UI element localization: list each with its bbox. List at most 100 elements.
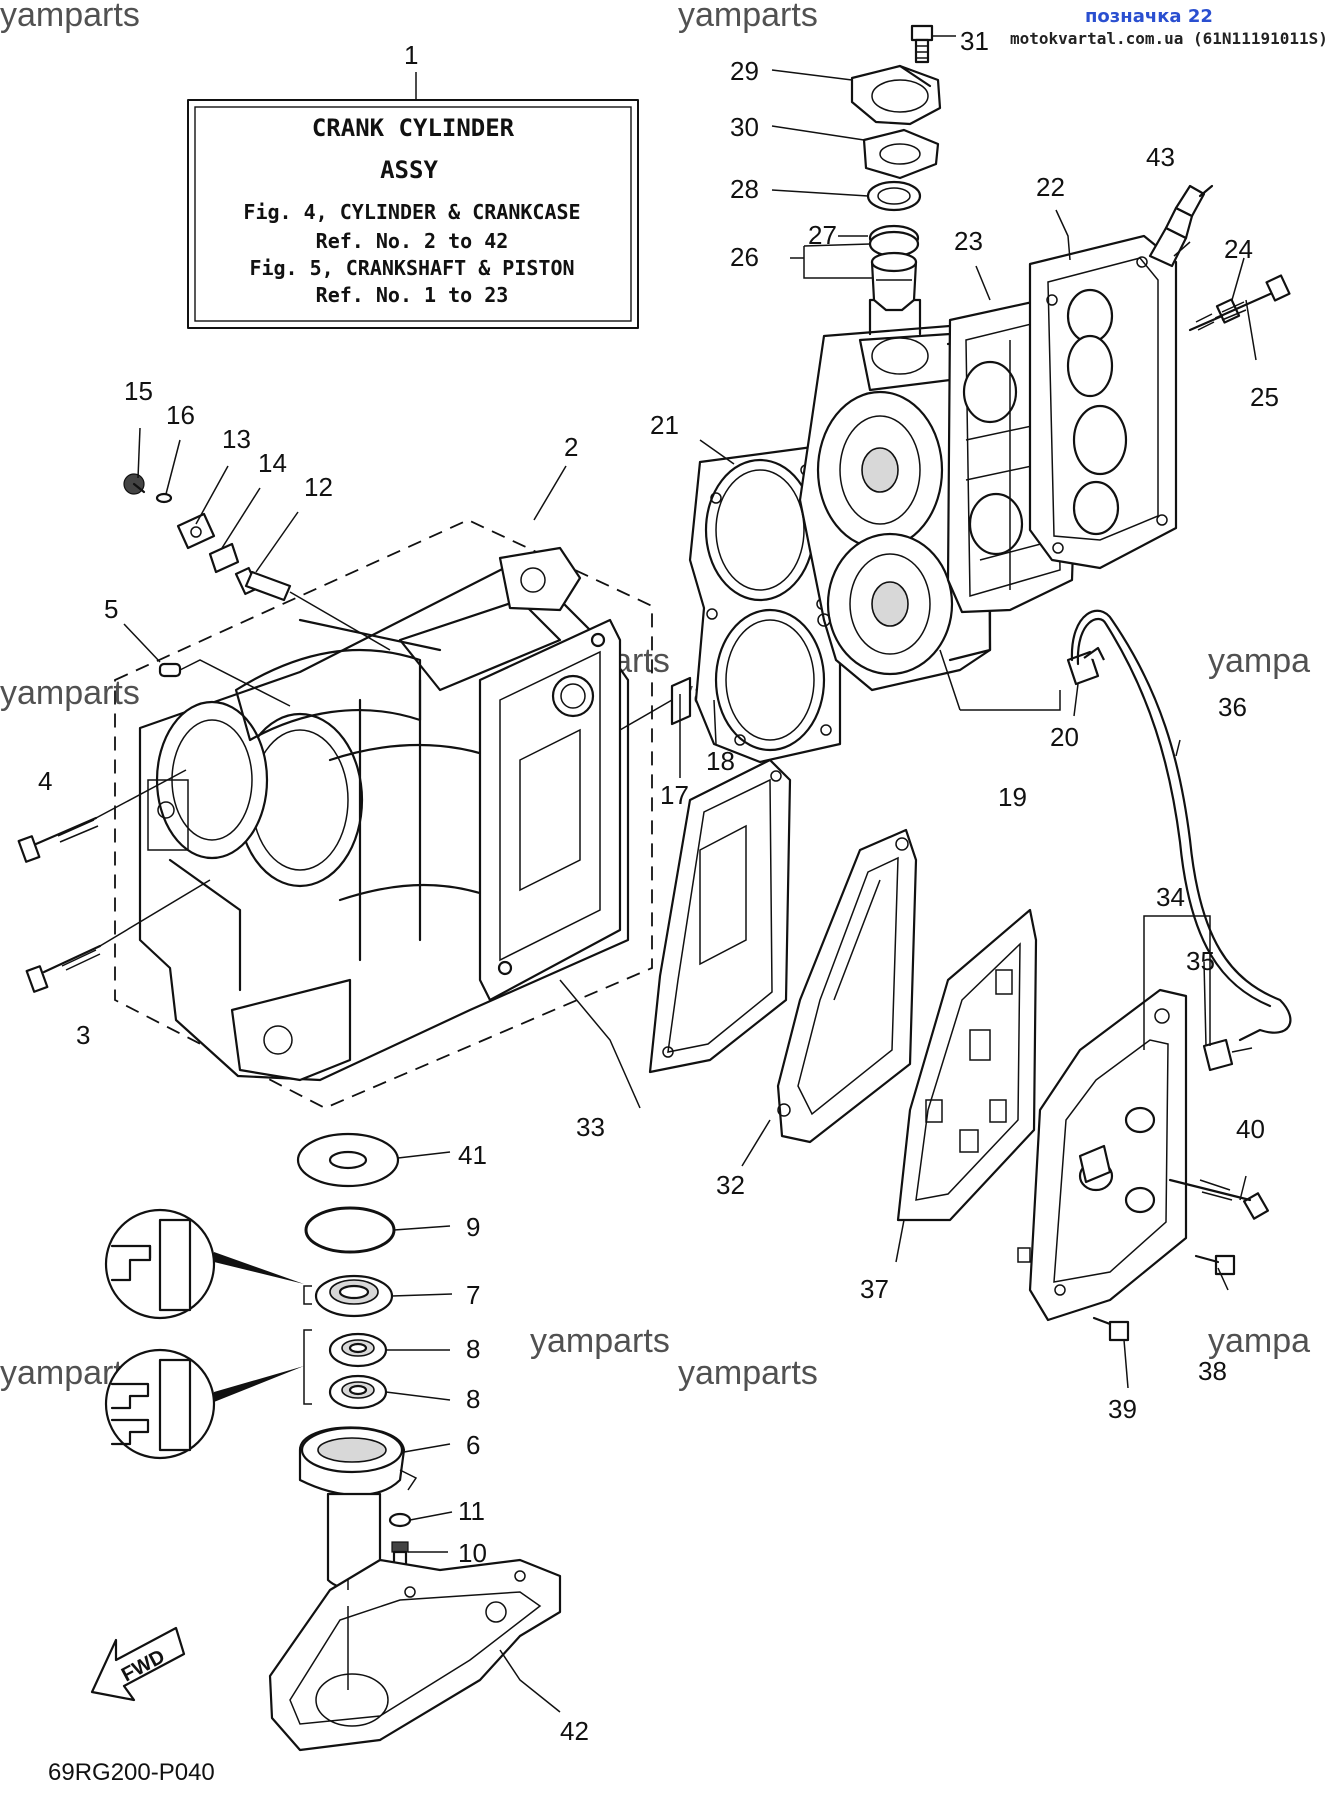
part-number-label: 3 <box>76 1020 90 1050</box>
watermark: yamparts <box>678 1354 818 1392</box>
part-number-label: 9 <box>466 1212 480 1242</box>
part-number-label: 40 <box>1236 1114 1265 1144</box>
box-title-line1: CRANK CYLINDER <box>312 114 515 142</box>
part-number-label: 34 <box>1156 882 1185 912</box>
bolt-40 <box>1168 1178 1270 1220</box>
part-number-label: 8 <box>466 1384 480 1414</box>
oil-seal-7 <box>314 1274 394 1318</box>
part-number-label: 35 <box>1186 946 1215 976</box>
seal-detail-upper <box>104 1208 304 1320</box>
part-number-label: 24 <box>1224 234 1253 264</box>
bolt-4 <box>17 816 99 863</box>
part-number-label: 29 <box>730 56 759 86</box>
part-number-label: 8 <box>466 1334 480 1364</box>
watermark: yamparts <box>0 0 140 34</box>
thermostat-stack <box>850 24 942 312</box>
watermark: yamparts <box>0 674 140 712</box>
part-number-label: 19 <box>998 782 1027 812</box>
watermark: yamparts <box>678 0 818 34</box>
forward-arrow: FWD <box>90 1626 186 1702</box>
temperature-switch-43 <box>1148 184 1214 268</box>
washer-11 <box>388 1512 412 1528</box>
seal-housing-6 <box>298 1426 418 1591</box>
box-title-line5: Fig. 5, CRANKSHAFT & PISTON <box>249 256 574 280</box>
assy-title-box: CRANK CYLINDER ASSY Fig. 4, CYLINDER & C… <box>187 72 639 329</box>
part-number-label: 36 <box>1218 692 1247 722</box>
part-number-label: 11 <box>458 1496 485 1526</box>
part-number-label: 6 <box>466 1430 480 1460</box>
bolt-3 <box>25 944 102 993</box>
bolt-39 <box>1092 1316 1130 1342</box>
bracket-7 <box>303 1285 312 1305</box>
box-title-line3: Fig. 4, CYLINDER & CRANKCASE <box>243 200 580 224</box>
box-title-line6: Ref. No. 1 to 23 <box>316 283 509 307</box>
water-hose-36-edge <box>1076 617 1272 1008</box>
part-number-label: 33 <box>576 1112 605 1142</box>
part-number-label: 10 <box>458 1538 487 1568</box>
part-number-label: 30 <box>730 112 759 142</box>
part-number-label: 15 <box>124 376 153 406</box>
oil-seal-8a <box>328 1332 388 1368</box>
part-number-label: 26 <box>730 242 759 272</box>
leader <box>95 769 187 819</box>
part-number-label: 4 <box>38 766 52 796</box>
part-callouts: 1 2 3 4 5 6 7 8 8 9 10 11 12 13 14 15 16… <box>38 26 1279 1746</box>
source-label: motokvartal.com.ua (61N11191011S) <box>1010 29 1327 48</box>
part-number-label: 31 <box>960 26 989 56</box>
small-parts-12-16 <box>123 473 391 651</box>
part-number-label: 22 <box>1036 172 1065 202</box>
part-number-label: 38 <box>1198 1356 1227 1386</box>
watermark-cut: yampa <box>1208 1322 1310 1360</box>
part-number-label: 23 <box>954 226 983 256</box>
gasket-37 <box>896 908 1038 1222</box>
bracket-8 <box>303 1329 312 1405</box>
part-number-label: 25 <box>1250 382 1279 412</box>
part-number-label: 32 <box>716 1170 745 1200</box>
part-number-label: 42 <box>560 1716 589 1746</box>
part-number-label: 41 <box>458 1140 487 1170</box>
washer-41 <box>296 1132 400 1188</box>
water-hose-36 <box>1070 609 1292 1042</box>
box-title-line4: Ref. No. 2 to 42 <box>316 229 509 253</box>
elbow-fitting-35 <box>1202 1038 1253 1072</box>
part-number-label: 12 <box>304 472 333 502</box>
hose-fitting-20 <box>1066 646 1105 686</box>
part-number-label: 43 <box>1146 142 1175 172</box>
part-number-label: 27 <box>808 220 837 250</box>
watermark: yamparts <box>530 1322 670 1360</box>
part-number-label: 20 <box>1050 722 1079 752</box>
plate-32 <box>776 828 918 1144</box>
part-number-label: 16 <box>166 400 195 430</box>
part-number-label: 14 <box>258 448 287 478</box>
diagram-code: 69RG200-P040 <box>48 1759 215 1786</box>
part-number-label: 2 <box>564 432 578 462</box>
gasket-42 <box>268 1558 562 1752</box>
exhaust-cover-34 <box>1017 988 1188 1322</box>
o-ring-9 <box>304 1206 396 1254</box>
gasket-21 <box>688 444 842 764</box>
bolt-24 <box>1188 298 1241 332</box>
tag-label: позначка 22 <box>1085 6 1213 27</box>
part-number-label: 21 <box>650 410 679 440</box>
gasket-33 <box>648 758 792 1074</box>
watermark-cut: yampa <box>1208 642 1310 680</box>
part-number-label: 37 <box>860 1274 889 1304</box>
part-number-label: 18 <box>706 746 735 776</box>
oil-seal-8b <box>328 1374 388 1410</box>
dowel-pin-5 <box>158 659 291 707</box>
part-number-label: 17 <box>660 780 689 810</box>
part-number-label: 7 <box>466 1280 480 1310</box>
bolt-38 <box>1194 1254 1236 1276</box>
part-number-label: 39 <box>1108 1394 1137 1424</box>
leader-lines <box>123 35 1257 1713</box>
part-number-label: 28 <box>730 174 759 204</box>
part-number-label: 5 <box>104 594 118 624</box>
crankcase-assembly <box>114 519 653 1109</box>
part-number-label: 13 <box>222 424 251 454</box>
bolt-25 <box>1214 274 1291 321</box>
box-title-line2: ASSY <box>380 156 438 184</box>
head-cover-22 <box>1028 234 1178 570</box>
part-number-label: 1 <box>404 40 418 70</box>
